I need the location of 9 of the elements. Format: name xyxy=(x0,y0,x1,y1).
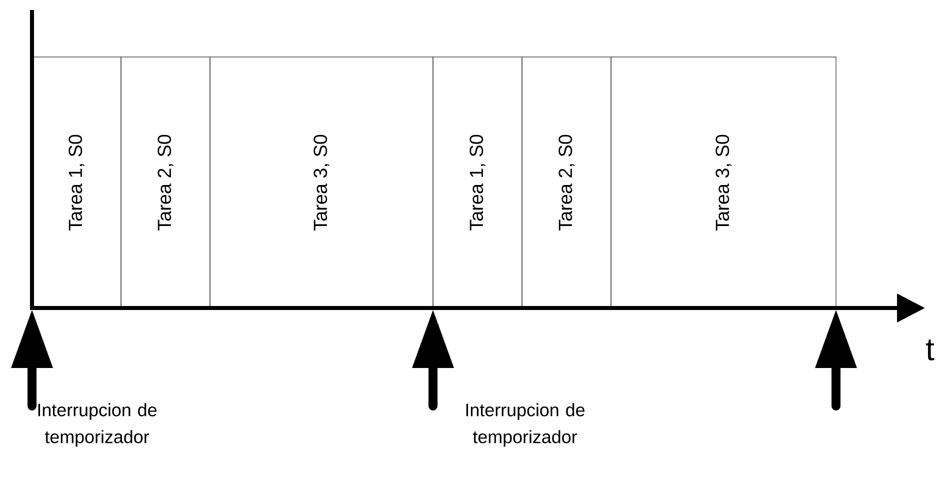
task-box: Tarea 2, S0 xyxy=(120,56,210,308)
task-box: Tarea 3, S0 xyxy=(210,56,434,308)
task-box: Tarea 1, S0 xyxy=(32,56,122,308)
task-box: Tarea 2, S0 xyxy=(522,56,612,308)
interrupt-label: Interrupcion de temporizador xyxy=(38,403,156,447)
interrupt-label: Interrupcion de temporizador xyxy=(466,403,584,447)
task-box: Tarea 1, S0 xyxy=(432,56,522,308)
task-box: Tarea 3, S0 xyxy=(610,56,836,308)
axis-label: t xyxy=(926,340,934,360)
